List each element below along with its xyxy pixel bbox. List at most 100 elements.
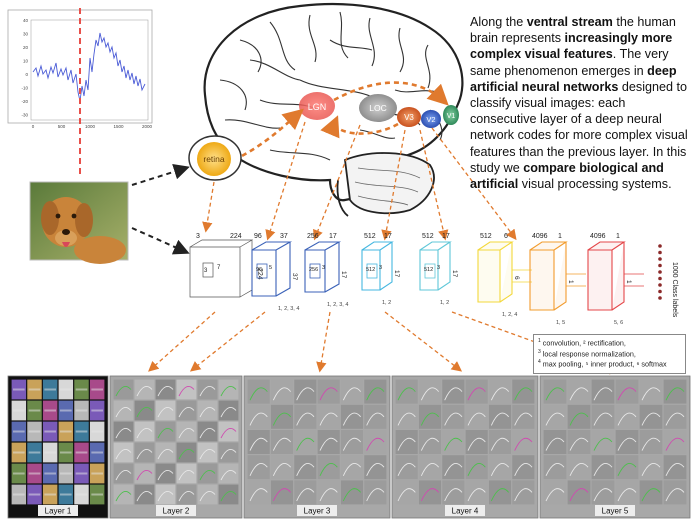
layer-size-label: 1	[558, 233, 562, 240]
feature-stroke	[342, 462, 362, 476]
layer-ops-note: 1, 2	[440, 300, 449, 306]
feature-stroke	[467, 437, 486, 451]
feature-stroke	[272, 412, 292, 426]
feature-tile	[247, 480, 270, 505]
feature-stroke	[272, 488, 292, 502]
feature-stroke	[249, 387, 268, 401]
layer-channels-label: 4096	[532, 233, 548, 240]
feature-stroke	[115, 469, 132, 481]
feature-tile	[442, 404, 465, 429]
class-unit-dot	[658, 257, 662, 261]
feature-stripe	[44, 430, 56, 433]
feature-stripe	[60, 493, 72, 496]
feature-stroke	[136, 469, 153, 481]
feature-stroke	[490, 387, 510, 401]
feature-tile	[176, 442, 197, 463]
feature-stroke	[420, 462, 440, 476]
feature-stroke	[569, 437, 589, 451]
para-text-1: Along the	[470, 15, 527, 29]
class-unit-dot	[658, 283, 662, 287]
layer-kernel-label: 96	[256, 267, 262, 273]
panel-label: Layer 2	[163, 507, 190, 516]
feature-stroke	[467, 412, 486, 426]
feature-stripe	[28, 430, 41, 433]
feature-tile	[488, 404, 512, 429]
layer-block	[304, 241, 342, 293]
feature-stroke	[665, 462, 685, 476]
feature-tile	[442, 430, 465, 454]
feature-stroke	[157, 448, 174, 460]
feature-stroke	[545, 488, 565, 502]
feature-stroke	[569, 462, 589, 476]
layer-size-label: 17	[384, 233, 392, 240]
feature-tile	[218, 484, 239, 505]
feature-stroke	[545, 387, 565, 401]
feature-panel-layer-5: Layer 5	[539, 375, 691, 519]
feature-stroke	[136, 427, 153, 439]
stimulus-image-dog	[29, 181, 129, 264]
para-bold-deep-networks: deep artificial neural networks	[470, 63, 677, 94]
signal-y-tick: 30	[23, 32, 29, 37]
feature-tile	[197, 463, 218, 484]
panel-label-bg	[595, 505, 635, 516]
region-v3-label: V3	[404, 113, 414, 122]
class-unit-dot	[658, 263, 662, 268]
layer-block	[477, 241, 514, 303]
layer-channels-label: 256	[307, 233, 319, 240]
feature-tile	[218, 442, 239, 463]
layer-kernel-label: 512	[424, 267, 433, 273]
feature-tile	[591, 379, 615, 404]
feature-stroke	[545, 437, 565, 451]
feature-stripe	[75, 430, 88, 433]
feature-stroke	[366, 437, 385, 451]
feature-stroke	[617, 488, 637, 502]
layer-side-label: 17	[393, 270, 400, 278]
feature-stripe	[60, 388, 72, 391]
dog-to-network-arrow	[131, 227, 190, 255]
feature-stroke	[444, 412, 463, 426]
feature-tile	[442, 480, 465, 505]
feature-stripe	[75, 451, 88, 454]
feature-tile	[488, 430, 512, 454]
feature-stroke	[319, 462, 338, 476]
feature-stroke	[617, 437, 637, 451]
feature-tile	[615, 455, 639, 480]
feature-tile	[418, 379, 442, 404]
feature-stripe	[28, 388, 41, 391]
brain-to-network-arrows	[202, 121, 517, 241]
feature-tile	[543, 379, 567, 404]
region-loc-label: LOC	[369, 103, 386, 113]
feature-stroke	[545, 462, 565, 476]
feature-tile	[543, 404, 567, 429]
feature-stroke	[178, 490, 195, 502]
input-kernel-size: 7	[217, 265, 221, 271]
feature-stripe	[13, 430, 25, 433]
feature-tile	[317, 430, 340, 454]
feature-stroke	[342, 488, 362, 502]
feature-tile	[465, 480, 488, 505]
signal-x-tick: 0	[32, 124, 35, 129]
region-lgn-label: LGN	[308, 102, 327, 112]
layer-block	[251, 241, 293, 297]
feature-stroke	[514, 387, 533, 401]
feature-stroke	[272, 462, 292, 476]
feature-tile	[488, 455, 512, 480]
layer-kernel	[424, 263, 436, 279]
retina-label: retina	[203, 154, 225, 164]
feature-tile	[465, 379, 488, 404]
feature-stroke	[490, 488, 510, 502]
feature-tile	[155, 400, 176, 421]
feature-stroke	[665, 488, 685, 502]
layer-ops-note: 1, 2, 4	[502, 312, 517, 318]
layer-connector	[512, 269, 532, 283]
feature-tile	[113, 442, 134, 463]
feature-stroke	[220, 385, 237, 397]
feature-tile	[639, 430, 663, 454]
feature-tile	[639, 404, 663, 429]
